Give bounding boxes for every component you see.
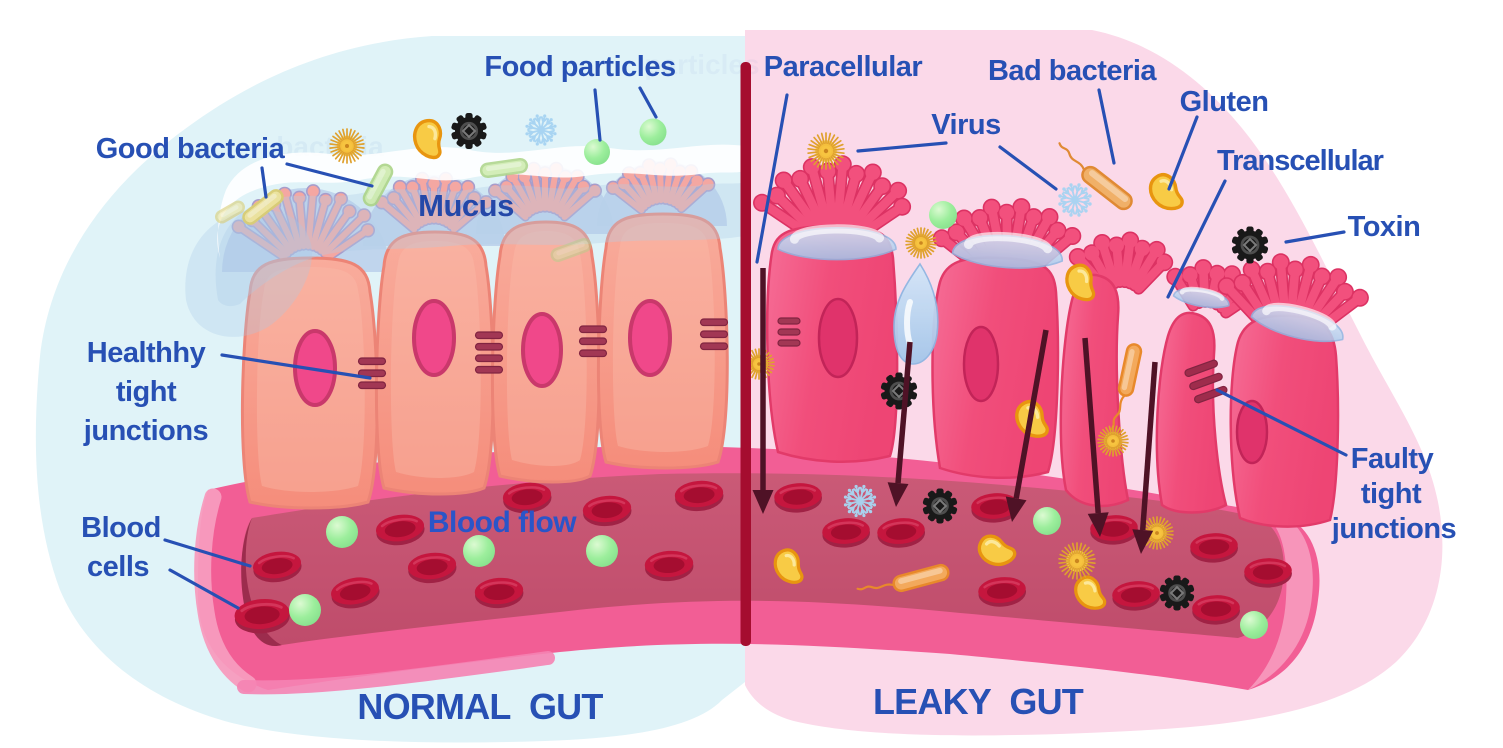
svg-text:Bad bacteria: Bad bacteria	[988, 55, 1157, 87]
svg-text:Good bacteria: Good bacteria	[96, 133, 286, 165]
svg-text:Blood flow: Blood flow	[428, 506, 577, 539]
svg-text:Mucus: Mucus	[418, 188, 514, 223]
svg-text:tight: tight	[1361, 478, 1422, 510]
svg-text:NORMAL GUT: NORMAL GUT	[357, 686, 603, 727]
svg-text:particles: particles	[644, 49, 759, 80]
svg-text:Gluten: Gluten	[1180, 86, 1269, 118]
svg-text:Healthhy: Healthhy	[87, 337, 206, 369]
svg-text:Toxin: Toxin	[1348, 211, 1421, 243]
svg-text:Transcellular: Transcellular	[1217, 145, 1384, 177]
svg-text:LEAKY GUT: LEAKY GUT	[873, 681, 1084, 722]
svg-text:cells: cells	[87, 551, 149, 583]
svg-text:Blood: Blood	[81, 512, 161, 544]
svg-text:tight: tight	[116, 376, 177, 408]
svg-text:Faulty: Faulty	[1351, 443, 1434, 475]
svg-text:Paracellular: Paracellular	[764, 51, 923, 83]
svg-text:Food particles: Food particles	[484, 51, 675, 83]
svg-text:junctions: junctions	[83, 415, 208, 447]
svg-text:junctions: junctions	[1331, 513, 1456, 545]
svg-text:Virus: Virus	[931, 109, 1001, 141]
